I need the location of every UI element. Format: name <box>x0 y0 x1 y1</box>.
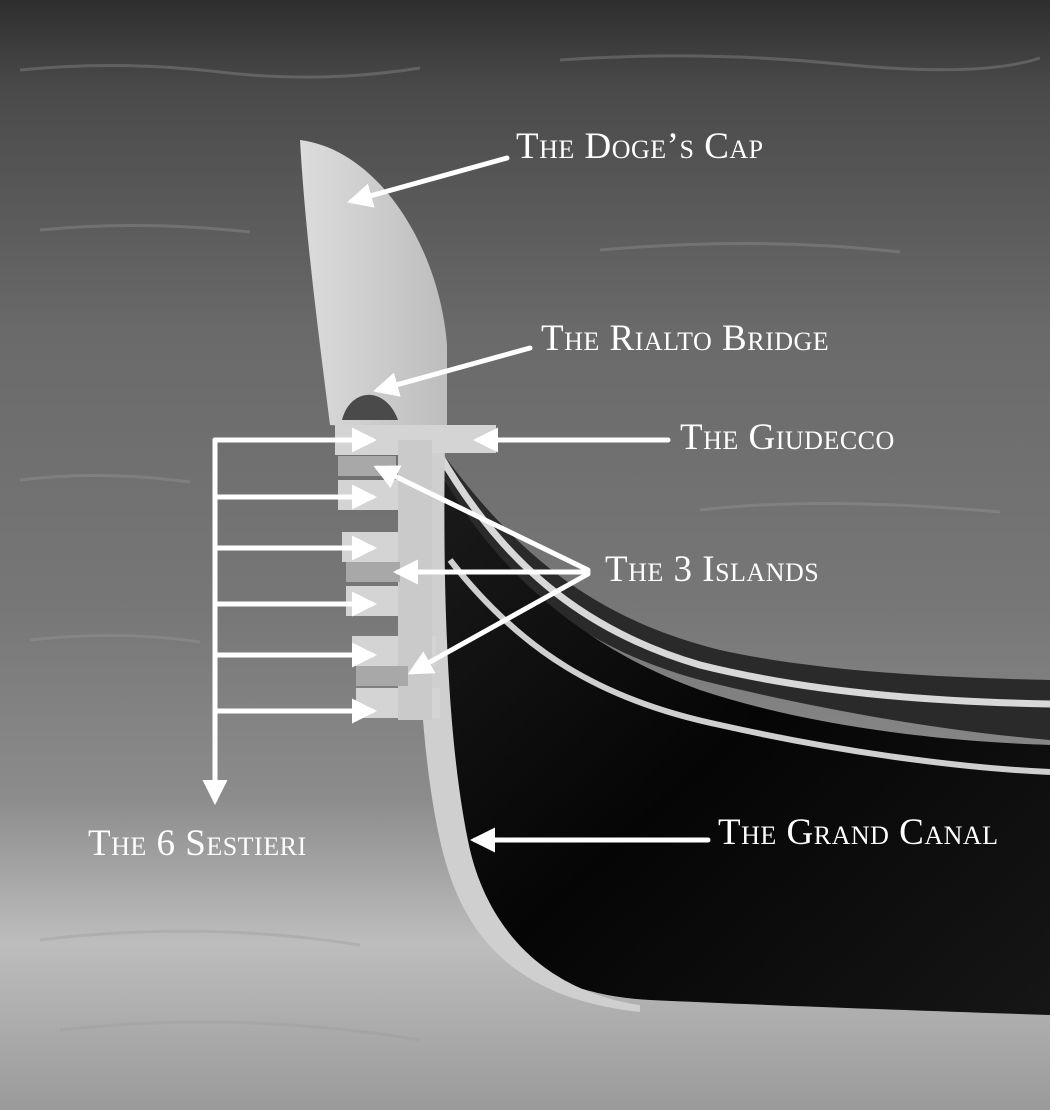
annotation-arrows <box>202 155 711 853</box>
hull-trim-lower <box>447 558 1050 775</box>
water-ripples <box>19 54 1041 1042</box>
gondola-hull <box>430 450 1050 1015</box>
hull-trim-upper <box>434 450 1050 708</box>
arrow-island-3 <box>407 571 591 675</box>
label-giudecca: The Giudecco <box>680 417 895 458</box>
arrow-doges-cap <box>347 155 510 208</box>
label-six-sestieri: The 6 Sestieri <box>88 823 307 864</box>
arrow-island-1 <box>373 465 591 573</box>
arrow-rialto-bridge <box>373 345 533 397</box>
label-three-islands: The 3 Islands <box>605 549 820 590</box>
label-doges-cap: The Doge’s Cap <box>516 126 764 167</box>
label-grand-canal: The Grand Canal <box>718 812 999 853</box>
label-rialto-bridge: The Rialto Bridge <box>541 318 830 359</box>
